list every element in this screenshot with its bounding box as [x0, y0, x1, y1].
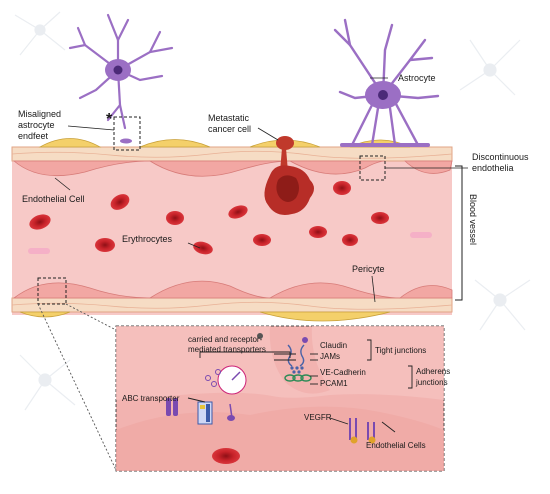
metastatic-label-2: cancer cell — [208, 124, 251, 134]
astrocyte-label: Astrocyte — [398, 73, 436, 83]
adherens-label-2: junctions — [415, 378, 448, 387]
erythrocytes — [28, 181, 432, 255]
metastatic-cancer-cell — [264, 136, 314, 215]
jams-label: JAMs — [320, 352, 340, 361]
astrocyte-endfeet — [340, 143, 430, 147]
transporters-label-2: mediated transporters — [188, 345, 266, 354]
ve-cadherin-label: VE-Cadherin — [320, 368, 366, 377]
blood-vessel-label: Blood vessel — [468, 194, 478, 245]
tight-junctions-label: Tight junctions — [375, 346, 426, 355]
misaligned-label-1: Misaligned — [18, 109, 61, 119]
misaligned-label-2: astrocyte — [18, 120, 55, 130]
vegfr-label: VEGFR — [304, 413, 332, 422]
metastatic-label-1: Metastatic — [208, 113, 250, 123]
pericyte-label: Pericyte — [352, 264, 385, 274]
astrocyte-right — [333, 18, 440, 147]
transporters-label-1: carried and receptor- — [188, 335, 263, 344]
astrocyte-left — [68, 13, 174, 144]
endothelial-cells-label: Endothelial Cells — [366, 441, 426, 450]
misaligned-label-3: endfeet — [18, 131, 49, 141]
leader-lines — [54, 77, 468, 303]
blood-vessel-bracket — [455, 165, 463, 301]
endothelial-cell-label: Endothelial Cell — [22, 194, 85, 204]
junction-inset — [115, 325, 445, 472]
asterisk-marker: * — [106, 111, 113, 128]
claudin-label: Claudin — [320, 341, 347, 350]
discontinuous-label-2: endothelia — [472, 163, 514, 173]
abc-transporter-icon — [166, 398, 178, 416]
inset-connectors — [37, 303, 117, 471]
pericyte-shape — [19, 311, 391, 322]
abc-transporter-label: ABC transporter — [122, 394, 180, 403]
background-neurons — [14, 11, 531, 411]
discontinuous-label-1: Discontinuous — [472, 152, 529, 162]
pcam1-label: PCAM1 — [320, 379, 348, 388]
adherens-label-1: Adherens — [416, 367, 450, 376]
inset-source-box — [37, 277, 67, 305]
misaligned-endfeet-box — [113, 116, 141, 151]
erythrocytes-label: Erythrocytes — [122, 234, 173, 244]
blood-vessel — [11, 138, 453, 322]
